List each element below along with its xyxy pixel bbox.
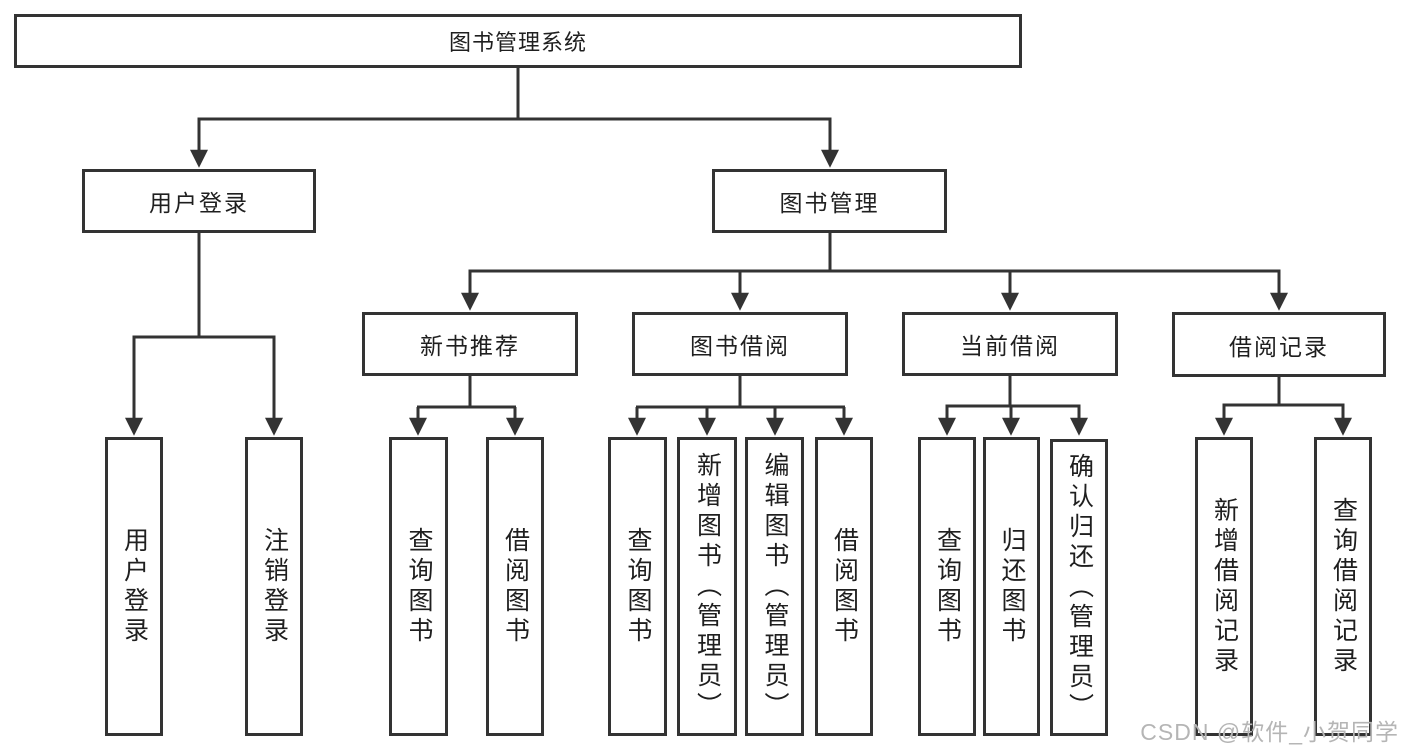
connector-new-book-split <box>409 376 524 436</box>
node-book-management: 图书管理 <box>712 169 947 233</box>
node-book-borrowing: 图书借阅 <box>632 312 848 376</box>
leaf-edit-book-admin: 编辑图书（管理员） <box>745 437 804 736</box>
leaf-query-books-current: 查询图书 <box>918 437 976 736</box>
connector-borrow-records-split <box>1215 377 1352 436</box>
node-new-book-recommend: 新书推荐 <box>362 312 578 376</box>
connector-book-management-split <box>461 233 1288 311</box>
leaf-query-borrow-record: 查询借阅记录 <box>1314 437 1372 736</box>
node-user-login: 用户登录 <box>82 169 316 233</box>
leaf-user-login: 用户登录 <box>105 437 163 736</box>
connector-user-login-split <box>125 233 283 436</box>
node-current-borrowing: 当前借阅 <box>902 312 1118 376</box>
connector-root-split <box>190 68 839 168</box>
leaf-return-book: 归还图书 <box>983 437 1040 736</box>
leaf-borrow-books-borrowing: 借阅图书 <box>815 437 873 736</box>
leaf-query-books-borrowing: 查询图书 <box>608 437 667 736</box>
node-root: 图书管理系统 <box>14 14 1022 68</box>
leaf-logout: 注销登录 <box>245 437 303 736</box>
leaf-add-borrow-record: 新增借阅记录 <box>1195 437 1253 736</box>
leaf-borrow-books-recommend: 借阅图书 <box>486 437 544 736</box>
leaf-add-book-admin: 新增图书（管理员） <box>677 437 737 736</box>
leaf-query-books-recommend: 查询图书 <box>389 437 448 736</box>
csdn-watermark: CSDN @软件_小贺同学 <box>1140 719 1399 745</box>
connector-current-borrow-split <box>938 376 1088 436</box>
node-borrow-records: 借阅记录 <box>1172 312 1386 377</box>
connector-book-borrow-split <box>628 376 853 436</box>
leaf-confirm-return-admin: 确认归还（管理员） <box>1050 439 1108 736</box>
